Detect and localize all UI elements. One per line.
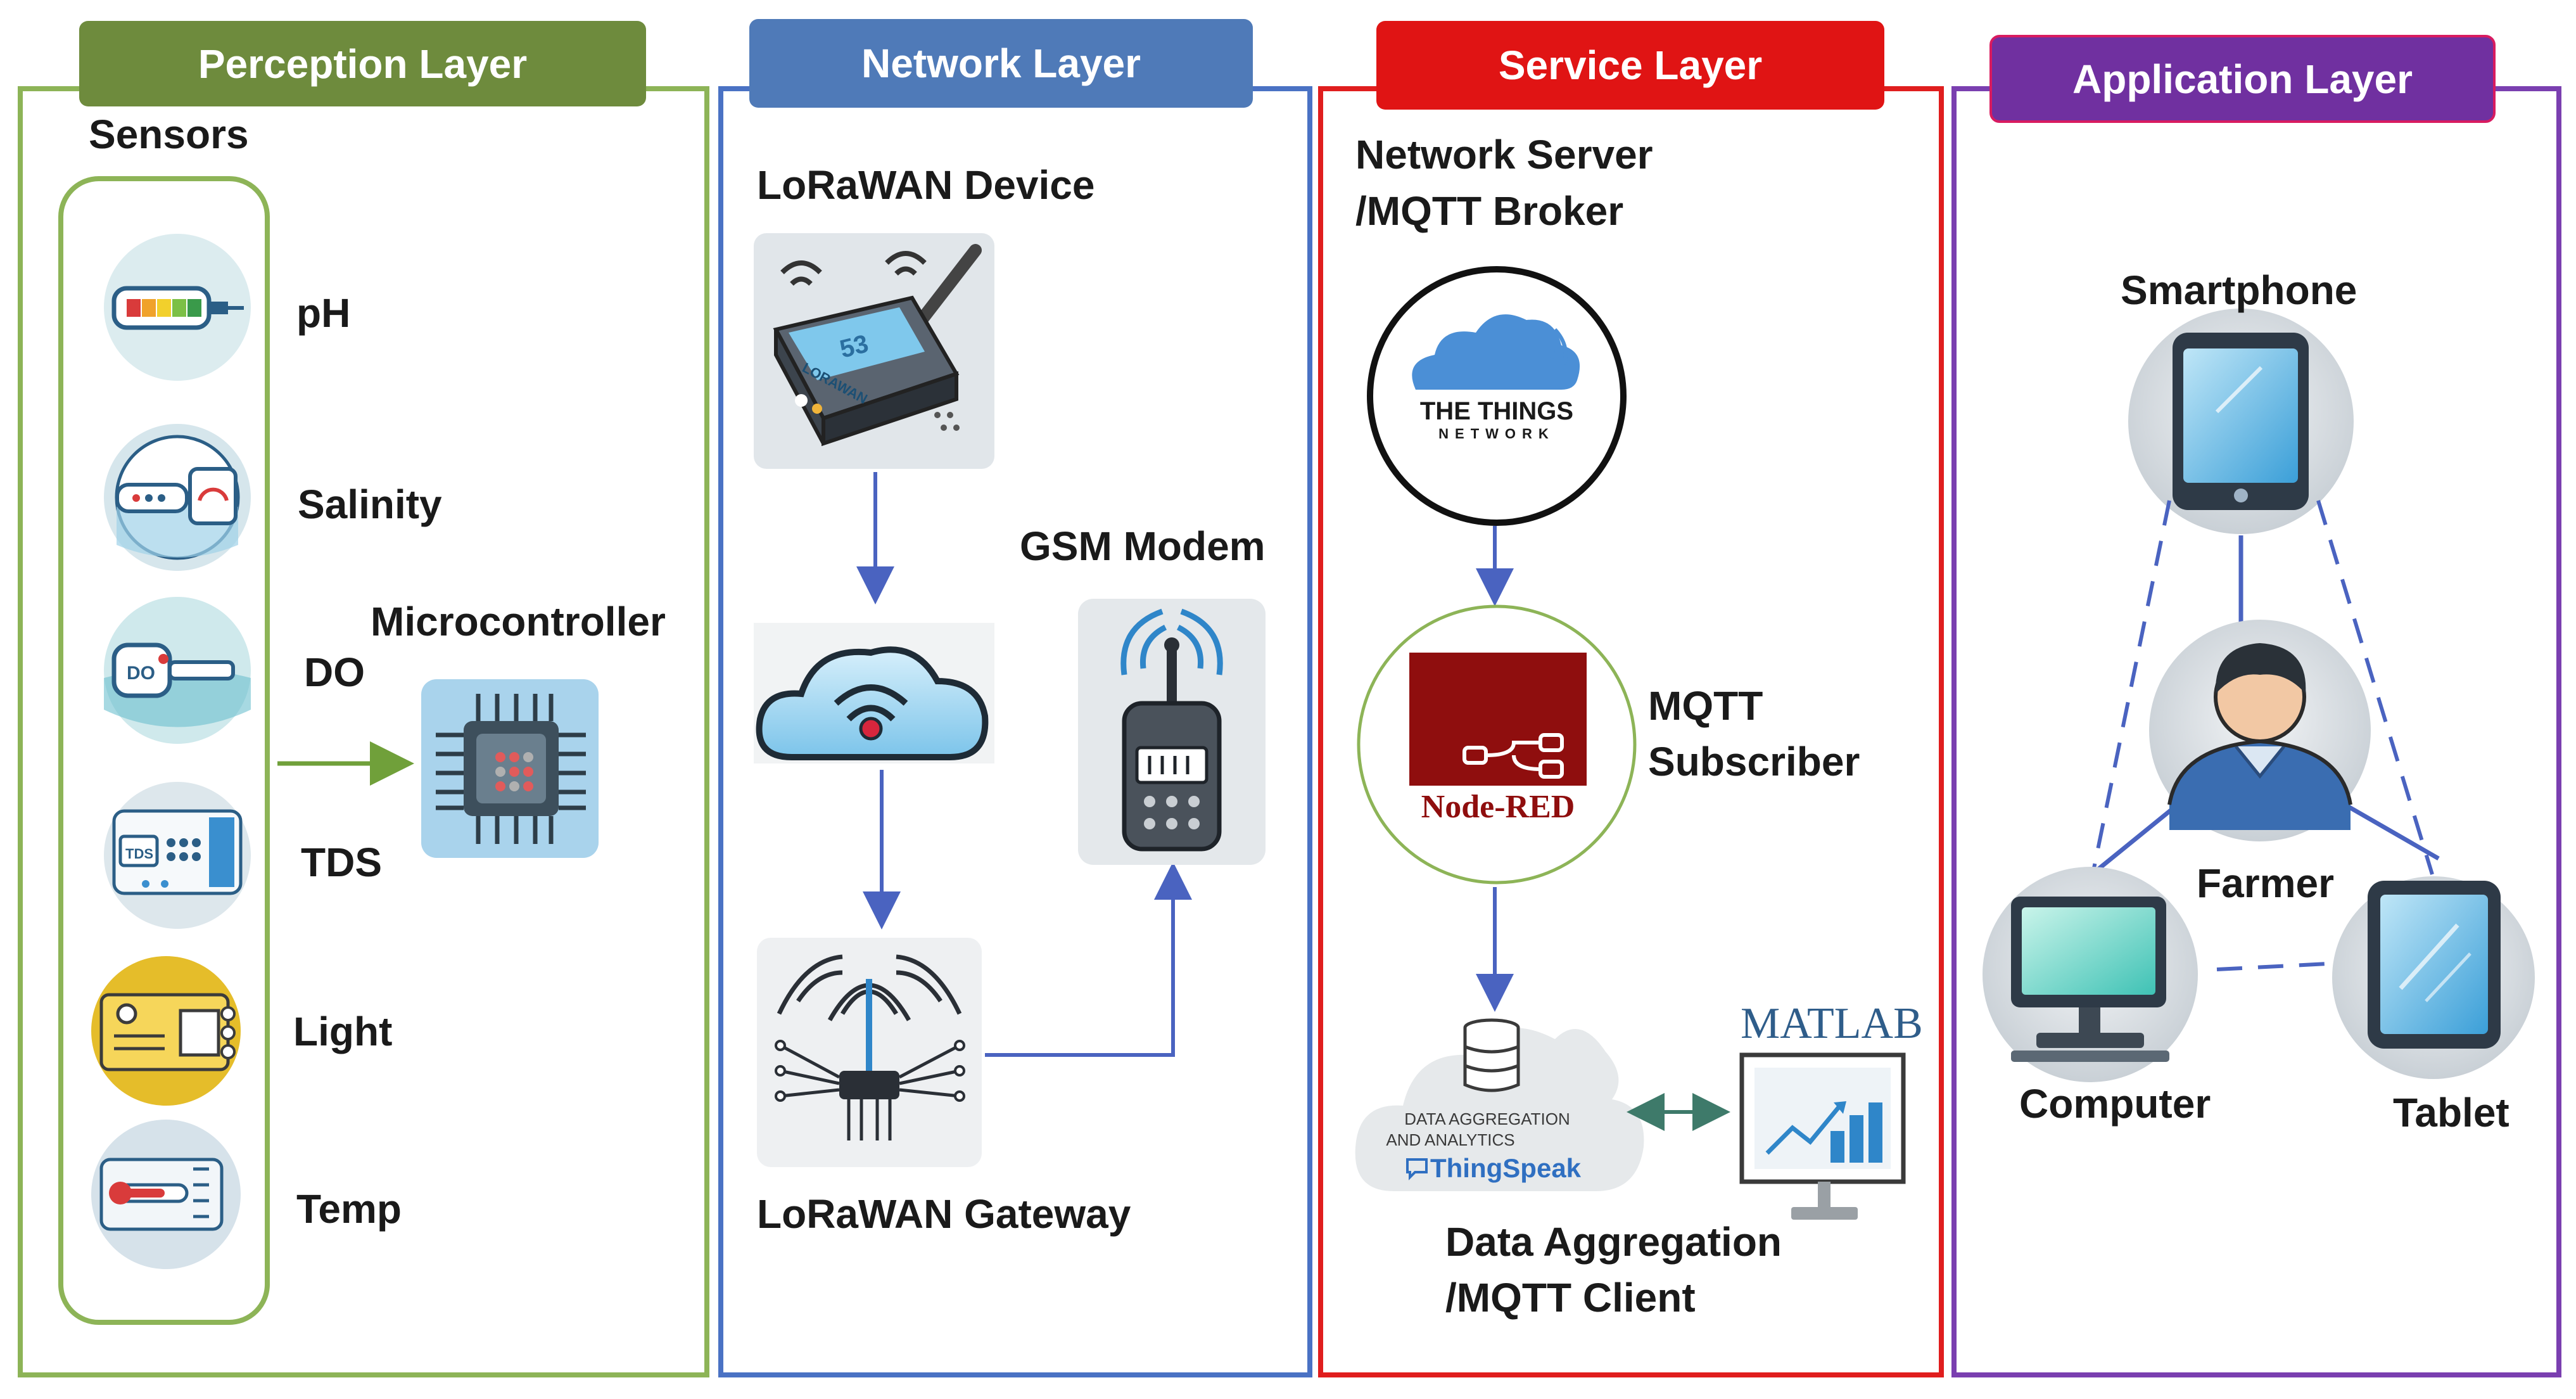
svg-text:MATLAB: MATLAB (1741, 999, 1923, 1048)
svg-text:ThingSpeak: ThingSpeak (1430, 1153, 1582, 1183)
farmer-icon (2149, 620, 2371, 841)
node-red-logo: Node-RED (1357, 604, 1637, 885)
svg-text:NETWORK: NETWORK (1438, 426, 1555, 442)
temp-sensor-icon (91, 1120, 241, 1269)
network-layer-header-bg (749, 19, 1253, 108)
svg-text:TDS: TDS (125, 846, 153, 862)
svg-text:AND ANALYTICS: AND ANALYTICS (1386, 1130, 1514, 1149)
perception-layer-header-bg (79, 21, 646, 106)
lora-cloud-icon (754, 623, 994, 763)
do-sensor-icon: DO (104, 597, 251, 744)
svg-text:DO: DO (127, 663, 155, 684)
tablet-icon (2332, 876, 2535, 1079)
svg-text:Node-RED: Node-RED (1421, 789, 1575, 825)
service-layer-header-bg (1376, 21, 1884, 110)
smartphone-icon (2128, 309, 2354, 534)
matlab-monitor-icon: MATLAB (1739, 999, 1923, 1220)
sensors-box (58, 176, 270, 1325)
lorawan-device-icon: 53 LORAWAN (754, 233, 994, 469)
lorawan-gateway-icon (757, 938, 982, 1167)
gateway-to-gsm-arrow (985, 862, 1192, 1057)
salinity-sensor-icon (104, 424, 251, 571)
tds-sensor-icon: TDS (104, 782, 251, 929)
application-layer-header-bg (1989, 35, 2496, 123)
gsm-modem-icon (1078, 599, 1266, 865)
computer-icon (1983, 867, 2198, 1082)
svg-text:53: 53 (837, 329, 872, 363)
svg-text:THE THINGS: THE THINGS (1420, 397, 1573, 425)
ph-sensor-icon (104, 234, 251, 381)
microcontroller-chip-icon (421, 679, 599, 858)
light-sensor-icon (91, 956, 241, 1106)
svg-text:DATA AGGREGATION: DATA AGGREGATION (1404, 1109, 1570, 1128)
thingspeak-cloud-icon: DATA AGGREGATION AND ANALYTICS ThingSpea… (1355, 1018, 1644, 1191)
the-things-network-logo: THE THINGS NETWORK (1367, 266, 1627, 526)
